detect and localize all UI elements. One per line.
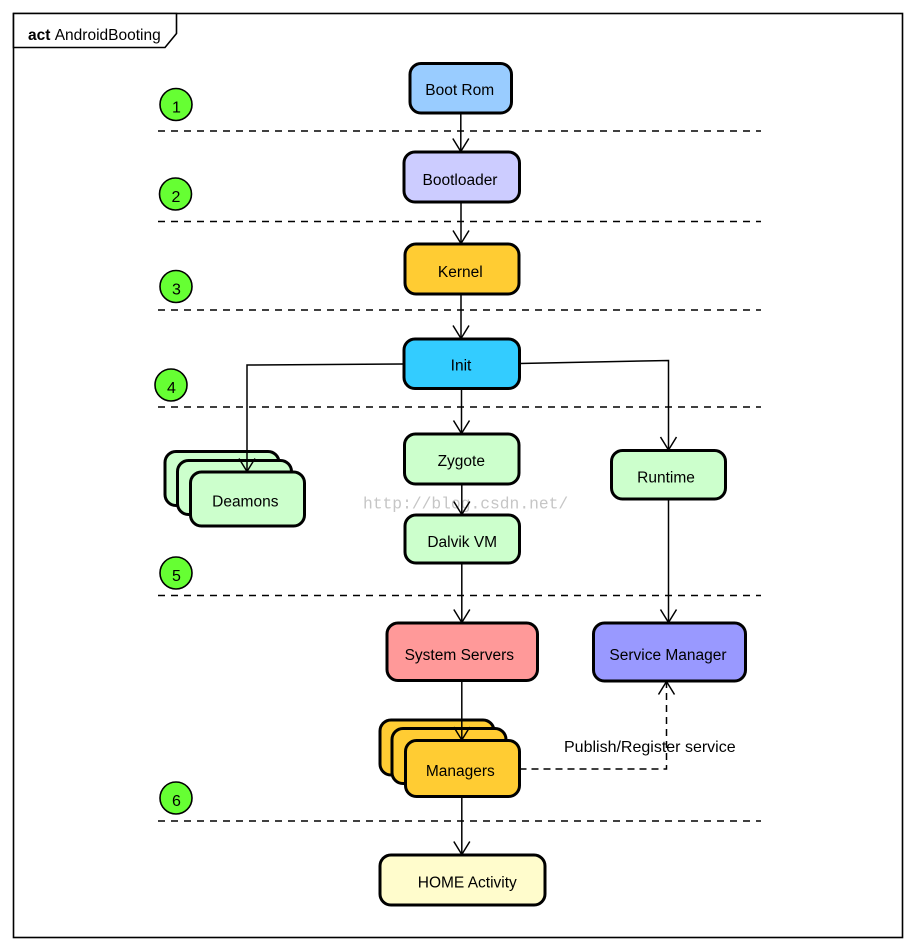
svg-text:Managers: Managers [426,763,495,780]
svg-text:3: 3 [172,282,181,299]
svg-text:HOME Activity: HOME Activity [418,875,517,892]
svg-text:Service Manager: Service Manager [609,647,726,664]
svg-text:System Servers: System Servers [405,647,515,664]
svg-text:Kernel: Kernel [438,264,483,281]
svg-text:Bootloader: Bootloader [423,172,498,189]
svg-text:Boot Rom: Boot Rom [425,82,494,99]
svg-text:5: 5 [172,568,181,585]
svg-text:act AndroidBooting: act AndroidBooting [28,27,161,44]
svg-text:Zygote: Zygote [438,453,485,470]
svg-text:http://blog.csdn.net/: http://blog.csdn.net/ [363,495,568,514]
svg-text:Runtime: Runtime [637,470,695,487]
svg-text:4: 4 [167,380,176,397]
svg-text:6: 6 [172,793,181,810]
svg-text:Publish/Register service: Publish/Register service [564,739,736,756]
svg-text:Init: Init [451,358,472,375]
svg-text:Deamons: Deamons [212,494,279,511]
svg-text:Dalvik VM: Dalvik VM [427,534,497,551]
svg-text:1: 1 [172,100,181,117]
svg-text:2: 2 [172,189,181,206]
